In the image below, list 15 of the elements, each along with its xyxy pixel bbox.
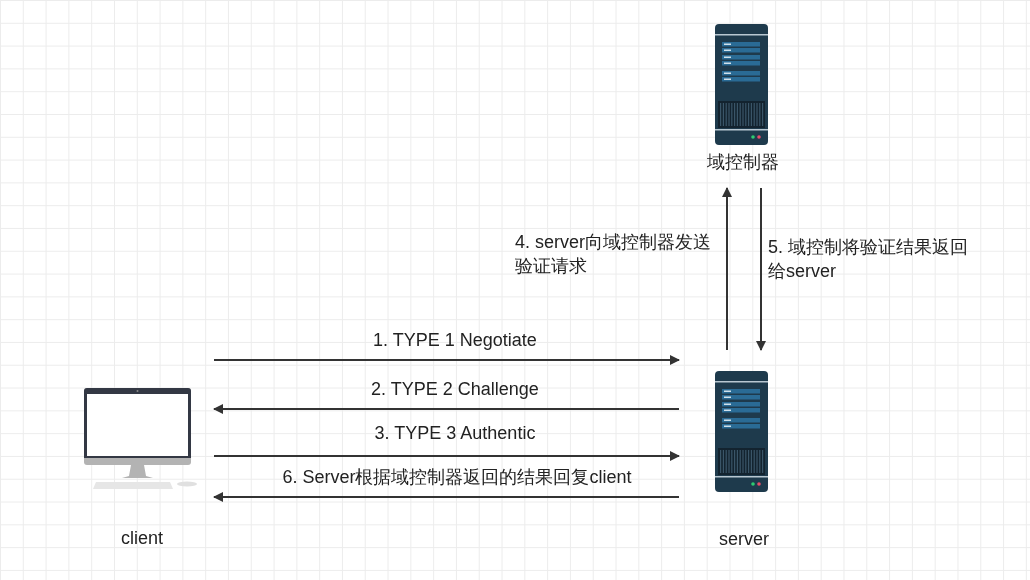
edge-label: 6. Server根据域控制器返回的结果回复client bbox=[282, 467, 632, 487]
arrow bbox=[722, 187, 732, 351]
arrow bbox=[213, 404, 680, 414]
edge-label: 2. TYPE 2 Challenge bbox=[371, 379, 539, 399]
arrow bbox=[213, 451, 680, 461]
arrow bbox=[213, 355, 680, 365]
arrow bbox=[213, 492, 680, 502]
node-label: 域控制器 bbox=[706, 151, 779, 174]
node-label: client bbox=[121, 528, 163, 549]
edge-label: 1. TYPE 1 Negotiate bbox=[373, 330, 537, 350]
edge-label: 4. server向域控制器发送验证请求 bbox=[515, 232, 712, 276]
node-label: server bbox=[719, 529, 769, 550]
arrow bbox=[756, 187, 766, 351]
edge-label: 5. 域控制将验证结果返回给server bbox=[768, 237, 968, 281]
edge-label: 3. TYPE 3 Authentic bbox=[374, 423, 536, 443]
